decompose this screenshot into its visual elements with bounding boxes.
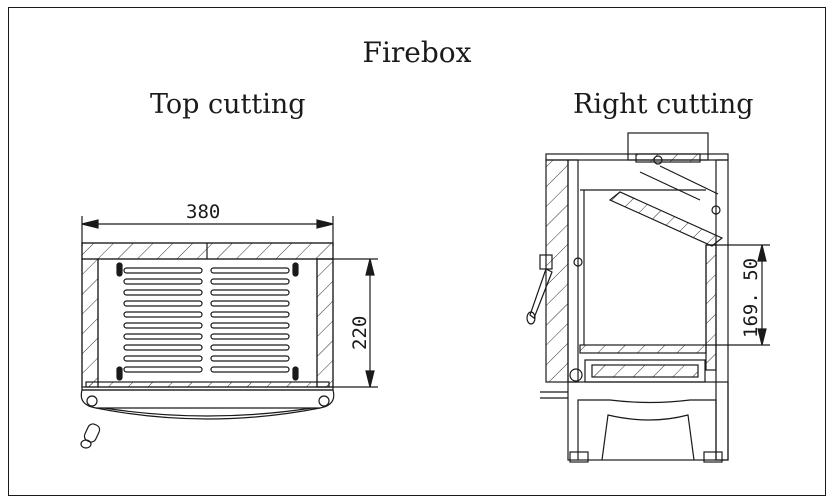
dim-169-50-label: 169. 50 bbox=[740, 258, 762, 338]
dimension-220 bbox=[317, 258, 378, 388]
door-handle-knob bbox=[80, 423, 101, 449]
grate-bolts bbox=[116, 262, 299, 381]
dimension-380 bbox=[81, 216, 334, 246]
grate-slots-left bbox=[123, 267, 203, 373]
grate-slots-right bbox=[210, 267, 290, 373]
right-cutting-view bbox=[526, 132, 770, 463]
drawing-title: Firebox bbox=[362, 36, 472, 69]
top-cutting-title: Top cutting bbox=[150, 89, 306, 120]
top-cutting-view: 380 bbox=[80, 201, 378, 449]
right-cutting-title: Right cutting bbox=[573, 89, 754, 120]
dimension-169-50 bbox=[706, 244, 770, 346]
dim-380-label: 380 bbox=[186, 201, 220, 223]
side-door-handle bbox=[526, 254, 553, 325]
dim-220-label: 220 bbox=[349, 316, 371, 350]
